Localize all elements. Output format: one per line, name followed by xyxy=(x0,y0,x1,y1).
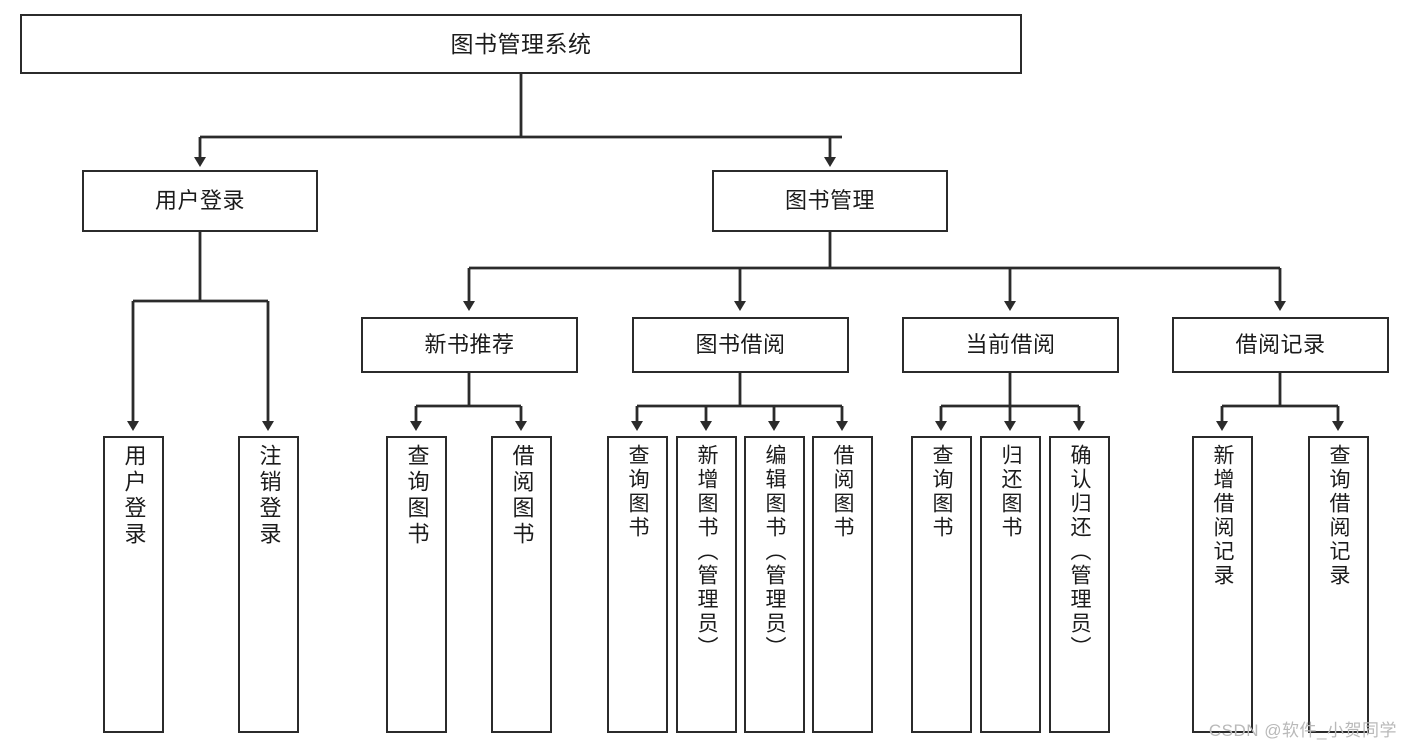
node-leaf-add-book-admin-label: 新增图书（管理员） xyxy=(695,444,718,660)
node-current-borrow-label: 当前借阅 xyxy=(965,332,1056,358)
node-current-borrow[interactable]: 当前借阅 xyxy=(902,317,1119,373)
node-book-manage-label: 图书管理 xyxy=(784,188,875,214)
node-leaf-query-book-3-label: 查询图书 xyxy=(930,444,953,540)
node-leaf-query-book-1[interactable]: 查询图书 xyxy=(386,436,447,733)
node-new-book-recommend-label: 新书推荐 xyxy=(424,332,515,358)
node-leaf-query-borrow-record-label: 查询借阅记录 xyxy=(1327,444,1350,588)
node-new-book-recommend[interactable]: 新书推荐 xyxy=(361,317,578,373)
node-leaf-borrow-book-2[interactable]: 借阅图书 xyxy=(812,436,873,733)
node-root-label: 图书管理系统 xyxy=(450,30,592,57)
node-leaf-query-borrow-record[interactable]: 查询借阅记录 xyxy=(1308,436,1369,733)
node-leaf-user-login[interactable]: 用户登录 xyxy=(103,436,164,733)
watermark: CSDN @软件_小贺同学 xyxy=(1208,721,1397,740)
node-leaf-confirm-return-admin[interactable]: 确认归还（管理员） xyxy=(1049,436,1110,733)
node-leaf-query-book-2[interactable]: 查询图书 xyxy=(607,436,668,733)
node-leaf-edit-book-admin-label: 编辑图书（管理员） xyxy=(763,444,786,660)
node-book-borrow-label: 图书借阅 xyxy=(695,332,786,358)
node-leaf-borrow-book-2-label: 借阅图书 xyxy=(831,444,854,540)
node-leaf-borrow-book-1[interactable]: 借阅图书 xyxy=(491,436,552,733)
node-leaf-edit-book-admin[interactable]: 编辑图书（管理员） xyxy=(744,436,805,733)
node-borrow-record-label: 借阅记录 xyxy=(1235,332,1326,358)
node-leaf-user-login-label: 用户登录 xyxy=(121,444,147,548)
node-leaf-borrow-book-1-label: 借阅图书 xyxy=(509,444,535,548)
node-leaf-query-book-3[interactable]: 查询图书 xyxy=(911,436,972,733)
node-leaf-return-book-label: 归还图书 xyxy=(999,444,1022,540)
node-user-login-label: 用户登录 xyxy=(154,188,245,214)
node-book-borrow[interactable]: 图书借阅 xyxy=(632,317,849,373)
node-leaf-query-book-2-label: 查询图书 xyxy=(626,444,649,540)
node-leaf-add-book-admin[interactable]: 新增图书（管理员） xyxy=(676,436,737,733)
node-book-manage[interactable]: 图书管理 xyxy=(712,170,948,232)
node-leaf-query-book-1-label: 查询图书 xyxy=(404,444,430,548)
node-borrow-record[interactable]: 借阅记录 xyxy=(1172,317,1389,373)
node-leaf-user-logout[interactable]: 注销登录 xyxy=(238,436,299,733)
node-leaf-add-borrow-record-label: 新增借阅记录 xyxy=(1211,444,1234,588)
node-leaf-return-book[interactable]: 归还图书 xyxy=(980,436,1041,733)
node-leaf-user-logout-label: 注销登录 xyxy=(256,444,282,548)
node-leaf-add-borrow-record[interactable]: 新增借阅记录 xyxy=(1192,436,1253,733)
node-leaf-confirm-return-admin-label: 确认归还（管理员） xyxy=(1068,444,1091,660)
node-root[interactable]: 图书管理系统 xyxy=(20,14,1022,74)
node-user-login[interactable]: 用户登录 xyxy=(82,170,318,232)
